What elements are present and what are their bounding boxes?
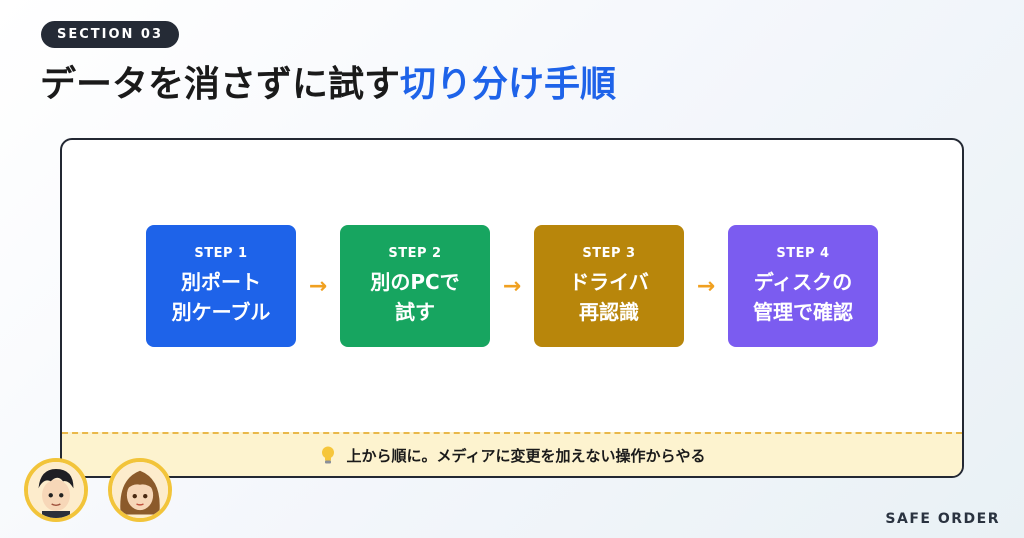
step-line-2: 管理で確認 [753, 299, 853, 324]
steps-row: STEP 1 別ポート 別ケーブル → STEP 2 別のPCで 試す → ST… [146, 225, 880, 347]
step-line-2: 別ケーブル [171, 299, 271, 324]
step-label: STEP 2 [388, 245, 442, 261]
tip-text: 上から順に。メディアに変更を加えない操作からやる [346, 446, 706, 465]
page-title: データを消さずに試す切り分け手順 [40, 57, 616, 105]
brand-label: SAFE ORDER [885, 511, 1000, 527]
girl-face-icon [112, 462, 168, 518]
tip-bar: 上から順に。メディアに変更を加えない操作からやる [62, 432, 962, 476]
step-line-1: ディスクの [753, 269, 853, 294]
lightbulb-icon [321, 446, 334, 464]
step-line-1: 別のPCで [370, 269, 460, 294]
step-card-4: STEP 4 ディスクの 管理で確認 [728, 225, 878, 347]
step-label: STEP 3 [582, 245, 636, 261]
avatar-boy [24, 458, 88, 522]
avatar-girl [108, 458, 172, 522]
title-accent: 切り分け手順 [400, 64, 617, 105]
step-line-2: 試す [395, 299, 435, 324]
arrow-right-icon: → [308, 273, 328, 299]
step-line-2: 再認識 [579, 299, 639, 324]
section-badge: SECTION 03 [41, 21, 179, 48]
arrow-right-icon: → [696, 273, 716, 299]
step-label: STEP 1 [194, 245, 248, 261]
step-card-3: STEP 3 ドライバ 再認識 [534, 225, 684, 347]
step-line-1: ドライバ [569, 269, 649, 294]
step-card-1: STEP 1 別ポート 別ケーブル [146, 225, 296, 347]
arrow-right-icon: → [502, 273, 522, 299]
step-label: STEP 4 [776, 245, 830, 261]
boy-face-icon [28, 462, 84, 518]
step-line-1: 別ポート [181, 269, 261, 294]
title-main: データを消さずに試す [40, 64, 401, 105]
steps-panel: STEP 1 別ポート 別ケーブル → STEP 2 別のPCで 試す → ST… [60, 138, 964, 478]
step-card-2: STEP 2 別のPCで 試す [340, 225, 490, 347]
